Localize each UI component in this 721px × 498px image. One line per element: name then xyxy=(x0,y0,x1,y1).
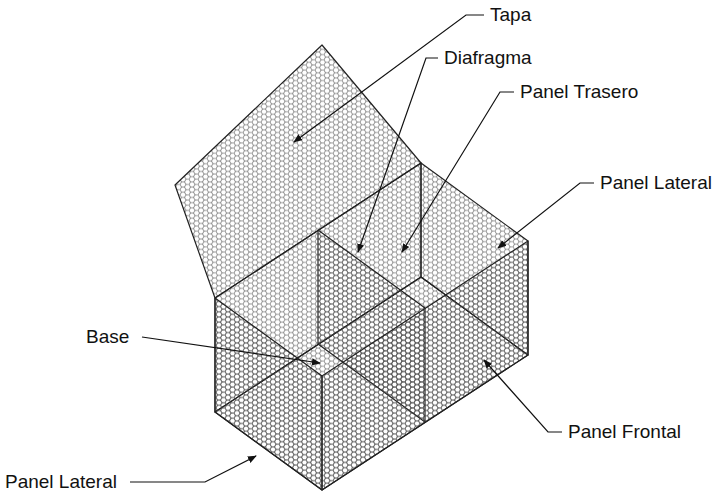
part-label: Diafragma xyxy=(442,47,534,69)
part-label: Panel Lateral xyxy=(3,471,119,493)
leader-line xyxy=(130,456,256,482)
part-label: Panel Lateral xyxy=(598,172,714,194)
leader-line xyxy=(498,183,594,248)
part-label: Base xyxy=(84,326,131,348)
part-label: Tapa xyxy=(488,4,533,26)
leader-line xyxy=(358,58,438,252)
part-label: Panel Trasero xyxy=(518,81,640,103)
leader-line xyxy=(402,92,514,252)
part-label: Panel Frontal xyxy=(566,421,683,443)
leader-line xyxy=(142,337,320,363)
leader-line xyxy=(484,360,562,432)
leader-line xyxy=(294,15,484,142)
front-panel xyxy=(322,241,528,490)
side-panel xyxy=(215,298,322,490)
